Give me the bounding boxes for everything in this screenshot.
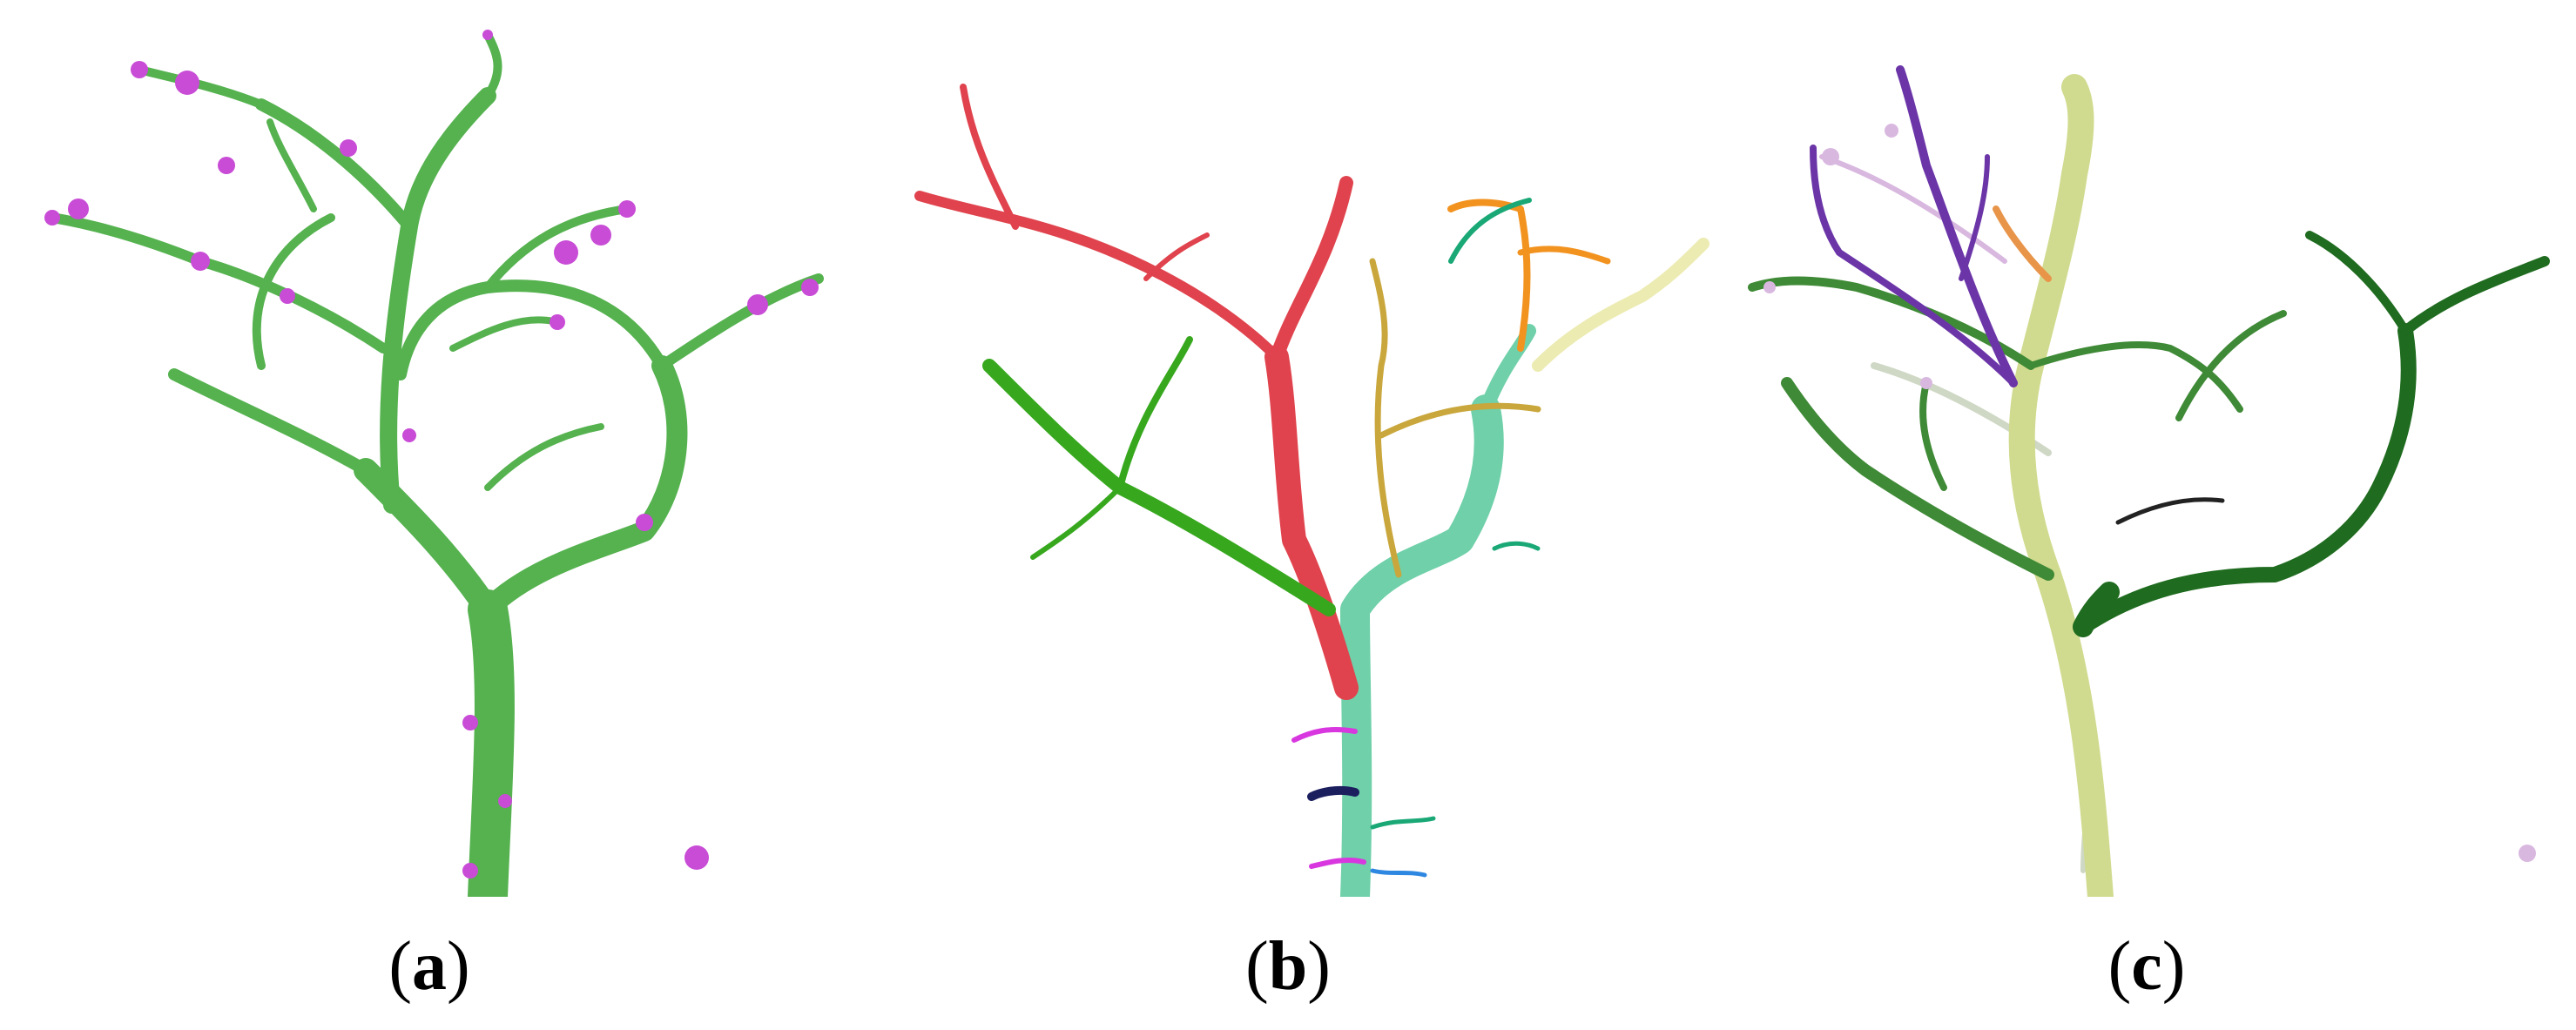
caption-b: (b) [1245, 928, 1331, 1005]
panel-c: (c) [1717, 0, 2576, 1030]
faint-leaf-points-c [1763, 124, 2536, 862]
leaf-points-a [44, 30, 819, 879]
tree-branches-c [1748, 65, 2550, 897]
tree-segmentation-image-a [44, 30, 824, 897]
panel-b: (b) [859, 0, 1717, 1030]
tree-segmentation-image-c [1748, 65, 2550, 897]
tree-branches-b [914, 84, 1709, 897]
tree-segmentation-image-b [914, 84, 1709, 897]
caption-c: (c) [2107, 928, 2186, 1005]
caption-a: (a) [388, 928, 470, 1005]
panel-a: (a) [0, 0, 859, 1030]
tree-branches-a [47, 30, 824, 897]
